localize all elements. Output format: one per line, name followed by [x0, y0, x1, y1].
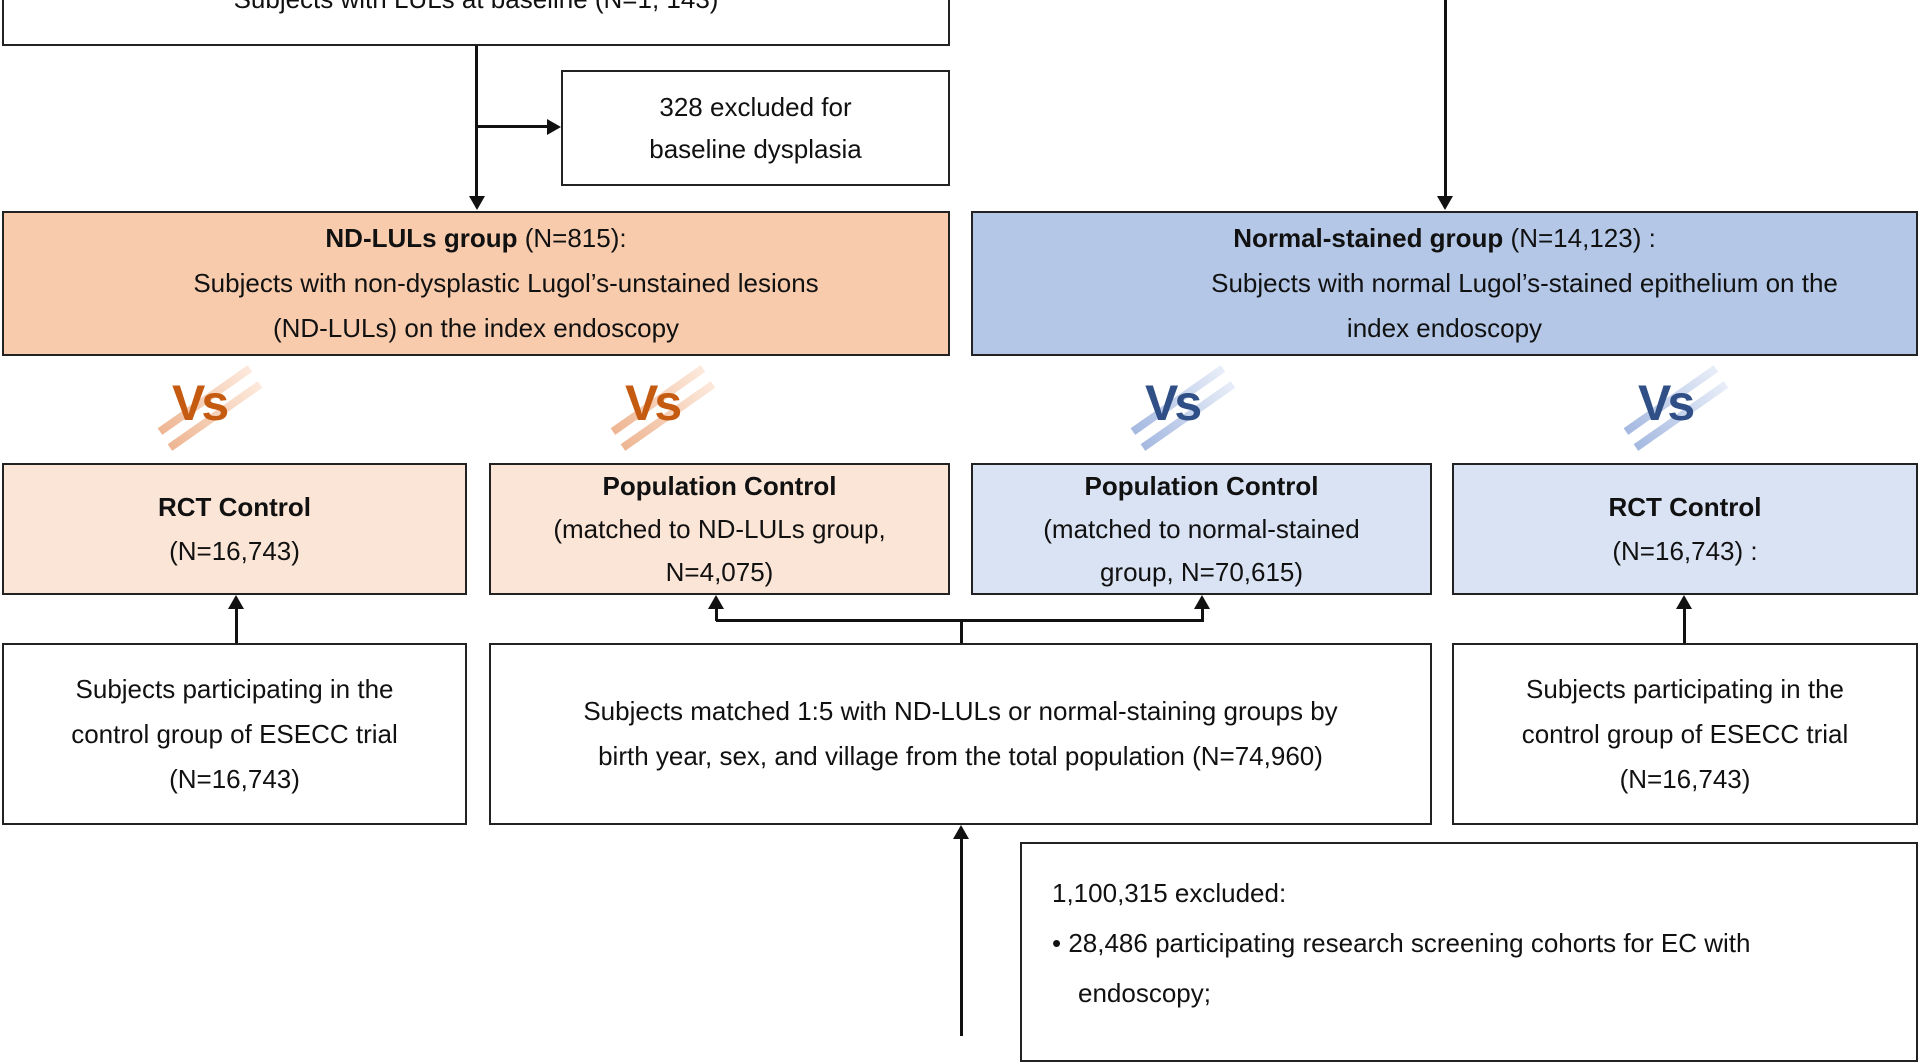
group-title: ND-LULs group: [325, 223, 518, 253]
connector: [1444, 0, 1447, 196]
comparison-title: Population Control: [1084, 470, 1319, 501]
connector: [475, 46, 478, 196]
excluded-header: 1,100,315 excluded:: [1052, 878, 1287, 908]
connector: [476, 125, 548, 128]
excluded-dysplasia-line: 328 excluded for: [659, 92, 852, 122]
esecc-control-source-box: Subjects participating in the control gr…: [1452, 643, 1918, 825]
connector: [716, 619, 1204, 622]
arrow: [708, 595, 724, 609]
vs-label: Vs: [172, 375, 229, 431]
excluded-dysplasia-box: 328 excluded for baseline dysplasia: [561, 70, 950, 186]
arrow: [953, 825, 969, 839]
comparison-description: (matched to normal-stained: [1043, 513, 1360, 544]
connector: [1201, 606, 1204, 621]
vs-icon: Vs: [150, 365, 263, 451]
source-text: birth year, sex, and village from the to…: [598, 741, 1323, 771]
excluded-bullet: endoscopy;: [1078, 978, 1211, 1008]
excluded-dysplasia-line: baseline dysplasia: [649, 134, 862, 164]
rct-control-box: RCT Control (N=16,743) :: [1452, 463, 1918, 595]
comparison-title: RCT Control: [1608, 492, 1762, 522]
source-text: control group of ESECC trial: [1521, 718, 1849, 749]
arrow: [1194, 595, 1210, 609]
source-text: Subjects participating in the: [75, 673, 394, 704]
comparison-title: RCT Control: [157, 492, 312, 522]
arrow: [1437, 196, 1453, 210]
connector: [1683, 606, 1686, 643]
vs-label: Vs: [1638, 375, 1695, 431]
comparison-count: group, N=70,615): [1099, 556, 1304, 587]
comparison-title: Population Control: [602, 470, 837, 501]
population-control-normal-box: Population Control (matched to normal-st…: [971, 463, 1432, 595]
comparison-count: (N=16,743): [169, 536, 300, 566]
comparison-count: (N=16,743) :: [1612, 536, 1758, 566]
rct-control-box: RCT Control (N=16,743): [2, 463, 467, 595]
group-description: (ND-LULs) on the index endoscopy: [272, 313, 680, 343]
population-control-ndluls-box: Population Control (matched to ND-LULs g…: [489, 463, 950, 595]
baseline-luls-box: Subjects with LULs at baseline (N=1, 143…: [2, 0, 950, 46]
source-text: Subjects matched 1:5 with ND-LULs or nor…: [583, 696, 1338, 726]
group-title: Normal-stained group: [1233, 223, 1504, 253]
excluded-bullet: • 28,486 participating research screenin…: [1052, 928, 1751, 958]
matched-population-source-box: Subjects matched 1:5 with ND-LULs or nor…: [489, 643, 1432, 825]
nd-luls-group-box: ND-LULs group (N=815): Subjects with non…: [2, 211, 950, 356]
comparison-description: (matched to ND-LULs group,: [553, 513, 886, 544]
source-text: (N=16,743): [1619, 763, 1751, 794]
comparison-count: N=4,075): [665, 556, 774, 587]
vs-icon: Vs: [1123, 365, 1236, 451]
connector: [960, 836, 963, 1036]
vs-icon: Vs: [1616, 365, 1729, 451]
group-count: (N=14,123) :: [1503, 223, 1656, 253]
connector: [235, 606, 238, 643]
esecc-control-source-box: Subjects participating in the control gr…: [2, 643, 467, 825]
vs-label: Vs: [1145, 375, 1202, 431]
group-description: index endoscopy: [1346, 313, 1543, 343]
baseline-luls-text: Subjects with LULs at baseline (N=1, 143…: [234, 0, 719, 12]
vs-label: Vs: [625, 375, 682, 431]
arrow: [547, 119, 561, 135]
source-text: Subjects participating in the: [1526, 673, 1844, 704]
connector: [715, 606, 718, 621]
arrow: [1676, 595, 1692, 609]
group-count: (N=815):: [517, 223, 627, 253]
group-description: Subjects with normal Lugol’s-stained epi…: [1211, 268, 1838, 298]
arrow: [469, 196, 485, 210]
connector: [960, 620, 963, 643]
group-description: Subjects with non-dysplastic Lugol’s-uns…: [193, 268, 819, 298]
arrow: [228, 595, 244, 609]
vs-icon: Vs: [603, 365, 716, 451]
normal-stained-group-box: Normal-stained group (N=14,123) : Subjec…: [971, 211, 1918, 356]
excluded-population-box: 1,100,315 excluded: • 28,486 participati…: [1020, 842, 1918, 1062]
source-text: (N=16,743): [169, 763, 300, 794]
source-text: control group of ESECC trial: [71, 718, 398, 749]
